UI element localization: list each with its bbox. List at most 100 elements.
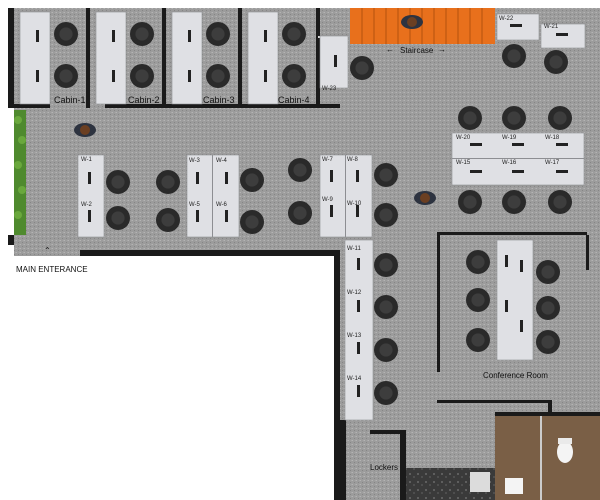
chair-seat — [541, 265, 555, 279]
person-head — [420, 193, 430, 203]
desk — [171, 11, 203, 105]
monitor-icon — [225, 210, 228, 222]
chair-seat — [507, 111, 521, 125]
workstation-label: W-6 — [216, 202, 227, 208]
monitor-icon — [470, 143, 482, 146]
person-head — [80, 125, 90, 135]
chair-seat — [379, 258, 393, 272]
monitor-icon — [330, 170, 333, 182]
workstation-label: W-4 — [216, 158, 227, 164]
entrance-arrow-icon: ⌃ — [44, 246, 51, 255]
monitor-icon — [356, 170, 359, 182]
chair-seat — [111, 175, 125, 189]
person-head — [407, 17, 417, 27]
workstation-label: W-20 — [456, 135, 471, 141]
staircase-label: Staircase — [400, 46, 434, 55]
chair-seat — [59, 27, 73, 41]
monitor-icon — [36, 30, 39, 42]
chair-seat — [541, 335, 555, 349]
desk — [19, 11, 51, 105]
monitor-icon — [88, 172, 91, 184]
chair-seat — [211, 27, 225, 41]
monitor-icon — [505, 300, 508, 312]
chair-seat — [507, 195, 521, 209]
monitor-icon — [36, 70, 39, 82]
workstation-label: W-11 — [347, 246, 361, 252]
chair-seat — [379, 208, 393, 222]
workstation-label: W-21 — [544, 24, 559, 30]
sink — [505, 478, 523, 494]
chair-seat — [541, 301, 555, 315]
monitor-icon — [264, 70, 267, 82]
desk-divider — [345, 155, 346, 237]
workstation-label: W-23 — [322, 86, 337, 92]
workstation-label: W-1 — [81, 157, 92, 163]
staircase-arrow-right: → — [438, 45, 446, 54]
monitor-icon — [334, 55, 337, 67]
workstation-label: W-8 — [347, 157, 358, 163]
desk — [77, 154, 105, 238]
desk — [247, 11, 279, 105]
workstation-label: W-14 — [347, 376, 362, 382]
monitor-icon — [556, 170, 568, 173]
monitor-icon — [357, 342, 360, 354]
cabin-3-label: Cabin-3 — [203, 95, 235, 105]
monitor-icon — [357, 258, 360, 270]
chair-seat — [553, 111, 567, 125]
chair-seat — [507, 49, 521, 63]
chair-seat — [111, 211, 125, 225]
monitor-icon — [357, 300, 360, 312]
main-entrance-label: MAIN ENTERANCE — [16, 265, 88, 274]
people-layer — [74, 15, 436, 205]
workstation-label: W-17 — [545, 160, 560, 166]
chair-seat — [549, 55, 563, 69]
chair-seat — [135, 27, 149, 41]
monitor-icon — [470, 170, 482, 173]
monitor-icon — [520, 320, 523, 332]
chair-seat — [379, 168, 393, 182]
chair-seat — [245, 173, 259, 187]
monitor-icon — [330, 205, 333, 217]
monitor-icon — [188, 70, 191, 82]
workstation-label: W-10 — [347, 201, 362, 207]
workstation-label: W-18 — [545, 135, 560, 141]
workstation-label: W-5 — [189, 202, 200, 208]
chair-seat — [161, 213, 175, 227]
chair-seat — [463, 111, 477, 125]
monitor-icon — [188, 30, 191, 42]
monitor-icon — [264, 30, 267, 42]
workstation-label: W-7 — [322, 157, 333, 163]
lockers-label: Lockers — [370, 463, 399, 472]
chair-seat — [211, 69, 225, 83]
chair-seat — [471, 293, 485, 307]
chair-seat — [379, 386, 393, 400]
staircase-steps — [350, 8, 495, 44]
chair-seat — [293, 163, 307, 177]
monitor-icon — [520, 260, 523, 272]
workstation-label: W-15 — [456, 160, 471, 166]
monitor-icon — [225, 172, 228, 184]
workstation-label: W-9 — [322, 197, 333, 203]
monitor-icon — [505, 255, 508, 267]
desk-divider — [212, 155, 213, 237]
workstation-label: W-3 — [189, 158, 200, 164]
workstation-label: W-12 — [347, 290, 362, 296]
cabin-2-label: Cabin-2 — [128, 95, 160, 105]
chair-seat — [471, 333, 485, 347]
toilet — [557, 441, 573, 463]
monitor-icon — [510, 24, 522, 27]
chair-seat — [59, 69, 73, 83]
monitor-icon — [112, 30, 115, 42]
workstation-label: W-13 — [347, 333, 362, 339]
monitor-icon — [357, 385, 360, 397]
chair-seat — [135, 69, 149, 83]
monitor-icon — [556, 33, 568, 36]
cabin-4-label: Cabin-4 — [278, 95, 310, 105]
conference-room-label: Conference Room — [483, 371, 548, 380]
furniture-layer — [19, 11, 586, 421]
monitor-icon — [196, 210, 199, 222]
monitor-icon — [556, 143, 568, 146]
walls — [8, 8, 600, 500]
